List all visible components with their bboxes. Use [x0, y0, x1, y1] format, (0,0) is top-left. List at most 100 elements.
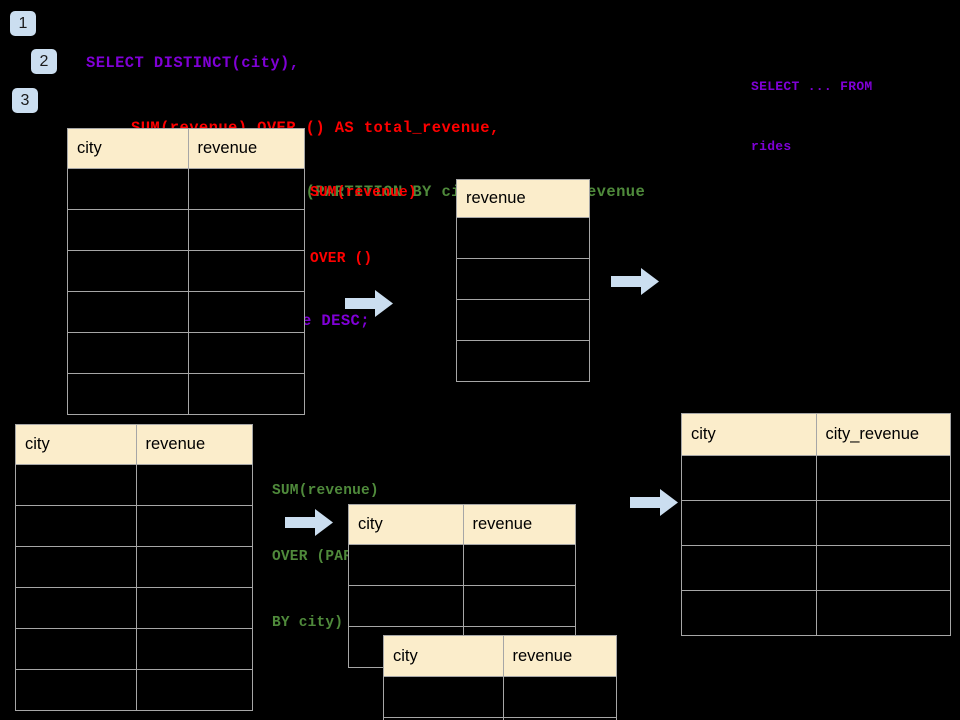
table-row [15, 546, 253, 588]
table-cell [187, 373, 305, 415]
table-row [456, 340, 590, 382]
table-row [383, 717, 617, 720]
table-cell [67, 209, 189, 251]
table-cell [456, 258, 590, 300]
table-cell [15, 505, 137, 547]
step-badge-1[interactable]: 1 [10, 11, 36, 36]
table-cell [462, 544, 576, 586]
table-row [456, 258, 590, 300]
total-revenue-table: revenue [456, 179, 590, 382]
table-row [348, 585, 576, 627]
table-cell [135, 587, 253, 629]
arrow-partition-to-result [630, 489, 678, 516]
sql-side-note-line-1: SELECT ... FROM [751, 79, 873, 94]
sql-side-note-line-2: rides [751, 139, 792, 154]
table-cell [135, 464, 253, 506]
column-header: revenue [462, 504, 576, 545]
table-cell [681, 500, 817, 546]
table-cell [681, 545, 817, 591]
table-cell [383, 717, 504, 720]
table-row [67, 209, 305, 251]
table-cell [67, 332, 189, 374]
table-cell [681, 590, 817, 636]
arrow-total-to-result [611, 268, 659, 295]
table-row [456, 299, 590, 341]
table-cell [348, 585, 464, 627]
column-header: revenue [135, 424, 253, 465]
table-cell [187, 250, 305, 292]
column-header: revenue [187, 128, 305, 169]
table-cell [456, 299, 590, 341]
table-cell [815, 590, 951, 636]
table-row [67, 291, 305, 333]
annotation-sum-over-empty: SUM(revenue) OVER () [310, 138, 417, 314]
sql-side-note: SELECT ... FROM rides [751, 37, 873, 197]
table-cell [383, 676, 504, 718]
table-row [67, 373, 305, 415]
table-cell [462, 585, 576, 627]
arrow-source-to-total [345, 290, 393, 317]
annotation-line: SUM(revenue) [272, 483, 379, 499]
table-cell [815, 455, 951, 501]
table-row [681, 590, 951, 636]
table-cell [15, 628, 137, 670]
table-cell [456, 217, 590, 259]
arrow-source-to-partition [285, 509, 333, 536]
table-row [15, 628, 253, 670]
column-header: city [383, 635, 504, 677]
table-row [67, 250, 305, 292]
table-cell [502, 676, 617, 718]
table-cell [67, 250, 189, 292]
table-row [348, 544, 576, 586]
step-badge-3[interactable]: 3 [12, 88, 38, 113]
table-cell [456, 340, 590, 382]
table-row [681, 545, 951, 591]
table-cell [15, 669, 137, 711]
annotation-line: SUM(revenue) [310, 185, 417, 201]
table-cell [135, 546, 253, 588]
table-cell [135, 669, 253, 711]
table-cell [135, 628, 253, 670]
column-header: city [681, 413, 817, 456]
step-badge-2[interactable]: 2 [31, 49, 57, 74]
table-cell [67, 168, 189, 210]
table-cell [187, 291, 305, 333]
column-header: revenue [502, 635, 617, 677]
column-header: city [15, 424, 137, 465]
annotation-line: OVER () [310, 251, 373, 267]
table-row [456, 217, 590, 259]
column-header: city [348, 504, 464, 545]
table-row [67, 332, 305, 374]
table-cell [15, 546, 137, 588]
table-cell [135, 505, 253, 547]
table-row [15, 587, 253, 629]
table-row [67, 168, 305, 210]
table-cell [67, 373, 189, 415]
table-row [15, 669, 253, 711]
table-cell [187, 168, 305, 210]
column-header: revenue [456, 179, 590, 218]
table-cell [187, 209, 305, 251]
column-header: city [67, 128, 189, 169]
table-cell [502, 717, 617, 720]
annotation-line: BY city) [272, 615, 344, 631]
table-row [15, 505, 253, 547]
column-header: city_revenue [815, 413, 951, 456]
table-row [681, 455, 951, 501]
table-cell [815, 500, 951, 546]
table-header-row: revenue [456, 179, 590, 218]
table-row [681, 500, 951, 546]
table-cell [348, 544, 464, 586]
table-cell [15, 587, 137, 629]
table-cell [187, 332, 305, 374]
sql-line-1: SELECT DISTINCT(city), [86, 54, 300, 72]
